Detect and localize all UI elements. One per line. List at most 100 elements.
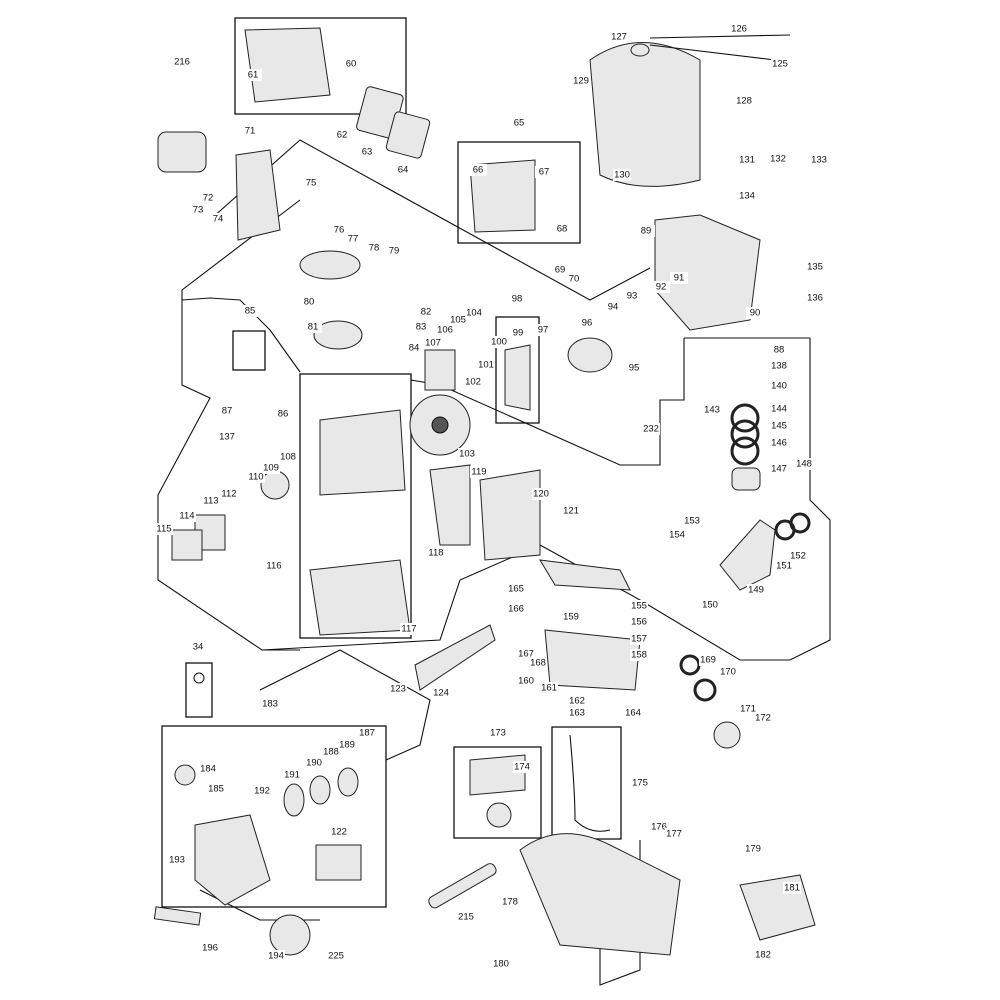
- part-number-label: 165: [508, 584, 524, 595]
- label-background: [220, 488, 238, 500]
- label-background: [568, 707, 586, 719]
- part-number-label: 173: [490, 728, 506, 739]
- label-background: [385, 245, 403, 257]
- part-number-label: 188: [323, 747, 339, 758]
- part-number-label: 123: [390, 684, 406, 695]
- part-number-label: 163: [569, 708, 585, 719]
- label-background: [189, 641, 207, 653]
- label-background: [701, 599, 719, 611]
- label-background: [358, 146, 376, 158]
- part-193-recoil: [194, 814, 271, 906]
- label-background: [513, 761, 531, 773]
- part-number-label: 106: [437, 325, 453, 336]
- part-number-label: 72: [203, 193, 214, 204]
- part-number-label: 151: [776, 561, 792, 572]
- part-95-clutchdrum: [567, 337, 613, 373]
- part-number-label: 84: [409, 343, 420, 354]
- label-background: [490, 336, 508, 348]
- part-number-label: 101: [478, 360, 494, 371]
- label-background: [754, 949, 772, 961]
- part-number-label: 132: [770, 154, 786, 165]
- label-background: [507, 603, 525, 615]
- label-background: [624, 707, 642, 719]
- label-background: [630, 600, 648, 612]
- part-number-label: 92: [656, 282, 667, 293]
- label-background: [613, 169, 631, 181]
- label-background: [789, 550, 807, 562]
- label-background: [394, 164, 412, 176]
- part-number-label: 82: [421, 307, 432, 318]
- part-number-label: 80: [304, 297, 315, 308]
- label-background: [168, 854, 186, 866]
- label-background: [202, 495, 220, 507]
- part-81: [313, 320, 363, 350]
- part-number-label: 76: [334, 225, 345, 236]
- label-background: [540, 682, 558, 694]
- label-background: [427, 547, 445, 559]
- part-number-label: 135: [807, 262, 823, 273]
- part-number-label: 191: [284, 770, 300, 781]
- part-number-label: 159: [563, 612, 579, 623]
- part-number-label: 68: [557, 224, 568, 235]
- part-159-gearcase: [544, 629, 641, 691]
- part-number-label: 168: [530, 658, 546, 669]
- label-background: [795, 458, 813, 470]
- label-background: [610, 31, 628, 43]
- part-number-label: 183: [262, 699, 278, 710]
- part-number-label: 99: [513, 328, 524, 339]
- part-number-label: 96: [582, 318, 593, 329]
- part-number-label: 216: [174, 57, 190, 68]
- label-background: [155, 523, 173, 535]
- label-background: [218, 405, 236, 417]
- label-background: [465, 307, 483, 319]
- part-number-label: 125: [772, 59, 788, 70]
- part-215: [428, 863, 497, 909]
- label-background: [469, 164, 487, 176]
- label-background: [747, 584, 765, 596]
- label-background: [770, 420, 788, 432]
- part-number-label: 157: [631, 634, 647, 645]
- part-146-ring: [730, 436, 760, 466]
- part-number-label: 122: [331, 827, 347, 838]
- label-background: [637, 225, 655, 237]
- part-188: [337, 767, 359, 797]
- label-background: [358, 727, 376, 739]
- label-background: [683, 515, 701, 527]
- part-number-label: 117: [401, 624, 416, 635]
- part-123: [414, 624, 496, 691]
- label-background: [262, 462, 280, 474]
- frame-60: [234, 17, 407, 115]
- part-number-label: 189: [339, 740, 355, 751]
- part-number-label: 140: [771, 381, 787, 392]
- part-number-label: 126: [731, 24, 747, 35]
- label-background: [342, 58, 360, 70]
- part-number-label: 164: [625, 708, 641, 719]
- part-number-label: 136: [807, 293, 823, 304]
- part-number-label: 100: [491, 337, 507, 348]
- part-number-label: 181: [784, 883, 800, 894]
- label-background: [534, 324, 552, 336]
- part-number-label: 177: [666, 829, 682, 840]
- label-background: [279, 451, 297, 463]
- label-background: [625, 362, 643, 374]
- label-background: [365, 242, 383, 254]
- label-background: [244, 69, 262, 81]
- part-number-label: 89: [641, 226, 652, 237]
- part-number-label: 116: [266, 561, 281, 572]
- part-number-label: 166: [508, 604, 524, 615]
- part-number-label: 98: [512, 294, 523, 305]
- part-number-label: 127: [611, 32, 627, 43]
- label-background: [739, 703, 757, 715]
- label-background: [389, 683, 407, 695]
- outline-crank: [539, 337, 831, 661]
- part-34-tag: [185, 662, 213, 718]
- part-184: [174, 764, 196, 786]
- part-number-label: 215: [458, 912, 474, 923]
- part-107-ignition: [424, 349, 456, 391]
- label-background: [665, 828, 683, 840]
- part-number-label: 109: [263, 463, 279, 474]
- part-number-label: 171: [740, 704, 756, 715]
- part-number-label: 146: [771, 438, 787, 449]
- part-155-plate: [539, 559, 631, 591]
